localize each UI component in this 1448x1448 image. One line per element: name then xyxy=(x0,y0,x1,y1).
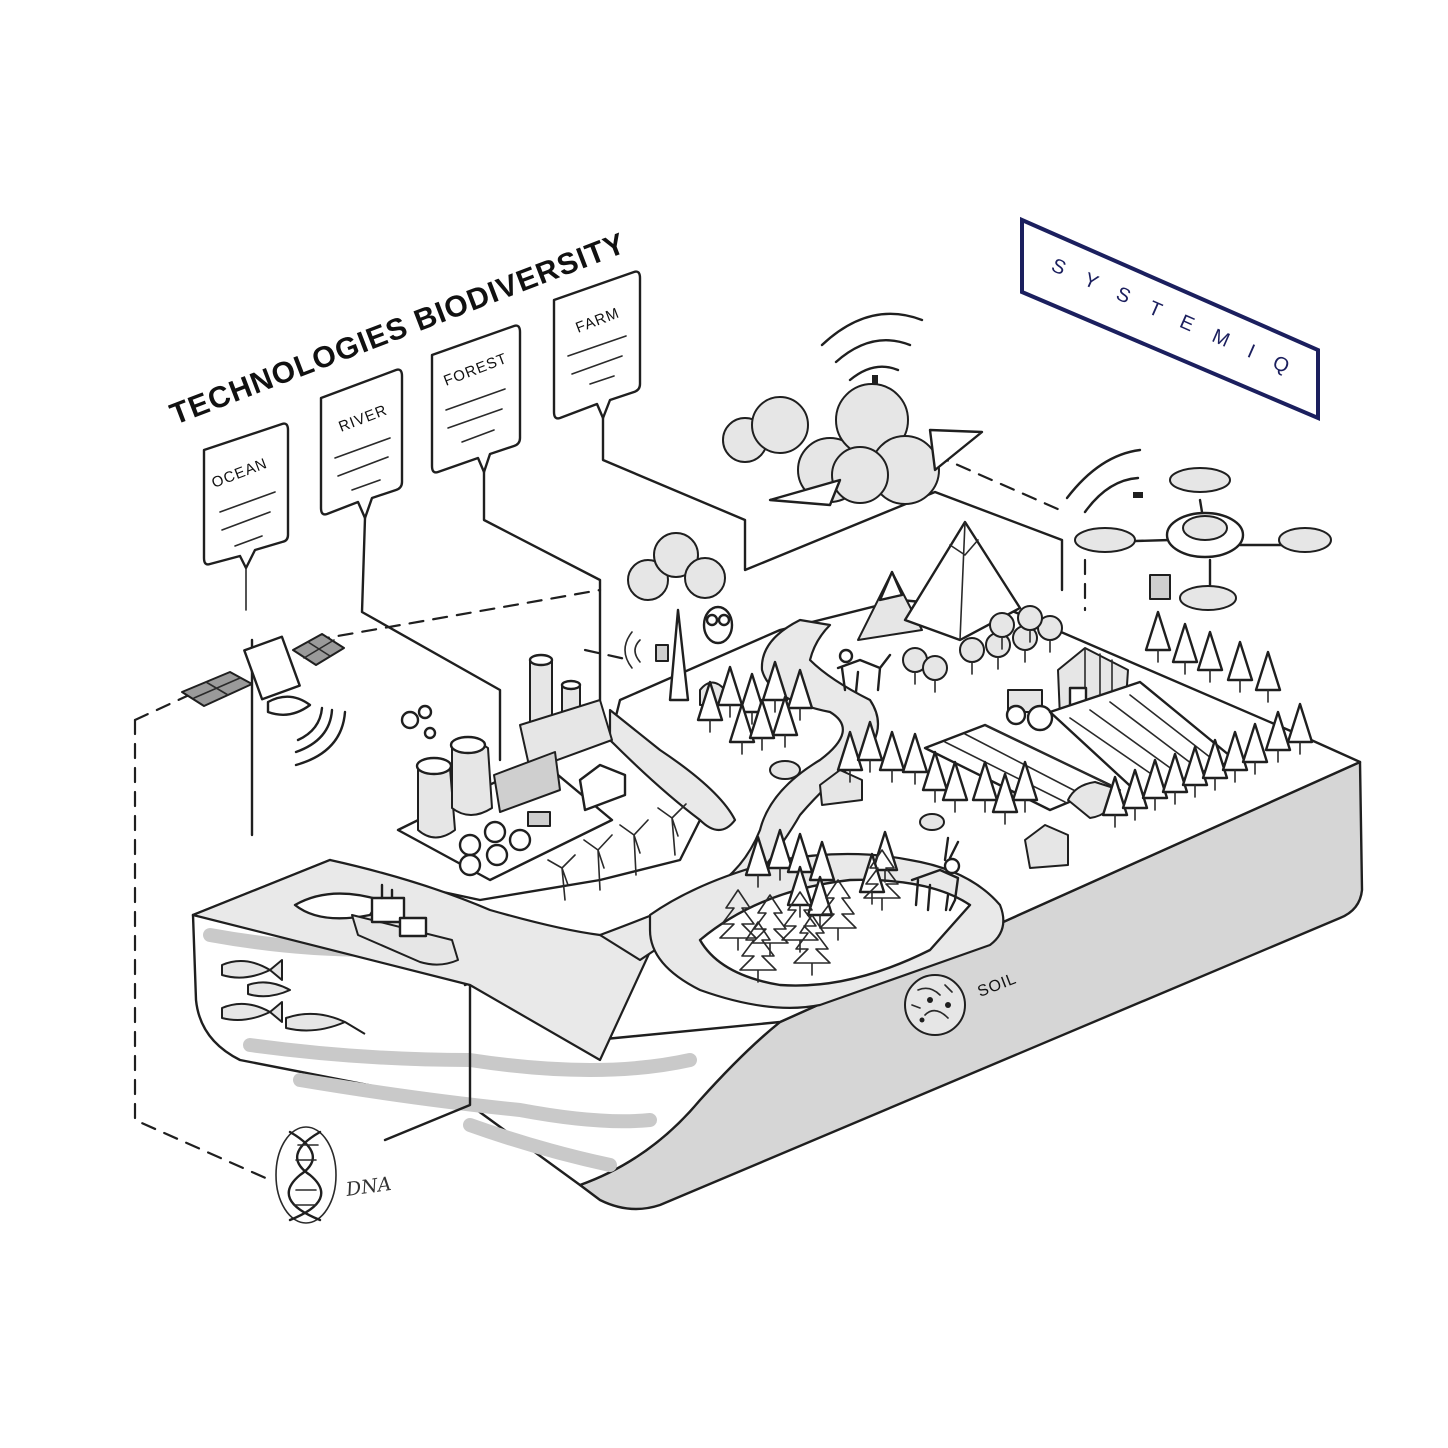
bubble-river: RIVER xyxy=(319,368,404,520)
pine-tree xyxy=(1254,650,1282,692)
pine-tree xyxy=(1286,702,1314,744)
tree-group xyxy=(696,610,1314,983)
cloud xyxy=(722,383,984,507)
pine-tree xyxy=(1171,622,1199,664)
pine-tree xyxy=(1226,640,1254,682)
pine-tree xyxy=(1144,610,1172,652)
wind-turbines-icon xyxy=(547,803,687,901)
satellite-icon xyxy=(181,633,347,767)
fir-tree xyxy=(793,914,831,976)
cloud-signal-icon xyxy=(820,312,924,385)
fir-tree xyxy=(719,889,757,951)
round-tree xyxy=(959,637,985,663)
systemiq-logo: SYSTEMIQ xyxy=(1020,216,1320,422)
bubble-forest: FOREST xyxy=(430,324,522,474)
fir-tree xyxy=(819,879,857,941)
bubble-farm: FARM xyxy=(552,270,642,420)
fish-group-icon xyxy=(221,959,366,1035)
fir-tree xyxy=(751,894,789,956)
fir-tree xyxy=(739,921,777,983)
river-branch xyxy=(608,708,737,832)
dna-label: DNA xyxy=(344,1173,393,1201)
fir-tree xyxy=(781,891,819,953)
bubble-ocean: OCEAN xyxy=(202,422,290,611)
drone-icon xyxy=(1065,448,1332,611)
round-tree xyxy=(922,655,948,681)
round-tree xyxy=(1017,605,1043,631)
fox-icon xyxy=(836,648,892,694)
round-tree-group xyxy=(902,605,1063,693)
tractor-icon xyxy=(1005,689,1054,732)
boat-icon xyxy=(293,883,459,966)
fir-tree xyxy=(863,849,901,911)
dna-icon: DNA xyxy=(275,1126,393,1224)
factory-icon xyxy=(396,653,627,882)
tree-with-owl-icon xyxy=(624,532,734,702)
round-tree xyxy=(989,612,1015,638)
deer-icon xyxy=(910,836,961,912)
mountains-icon xyxy=(857,520,1022,642)
pine-tree xyxy=(1196,630,1224,672)
